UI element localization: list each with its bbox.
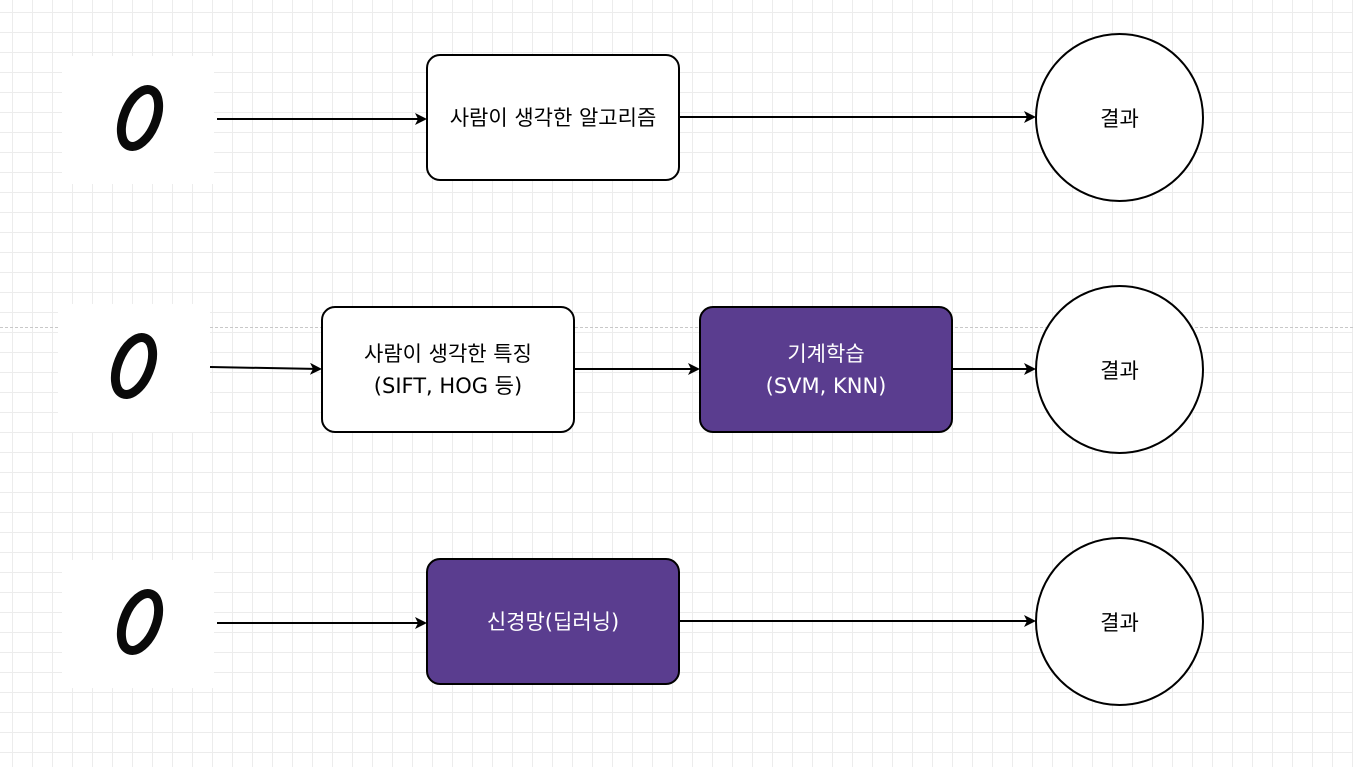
digit-image-row1: [62, 56, 214, 184]
handwritten-zero-icon: [116, 85, 164, 151]
result-node-row3: 결과: [1035, 537, 1204, 706]
handwritten-zero-icon: [116, 589, 164, 655]
page-break-line: [0, 327, 1353, 328]
result-label: 결과: [1100, 610, 1139, 635]
step-label: 사람이 생각한 알고리즘: [449, 105, 657, 130]
result-label: 결과: [1100, 358, 1139, 383]
step-box-human-features: 사람이 생각한 특징 (SIFT, HOG 등): [321, 306, 575, 433]
result-label: 결과: [1100, 106, 1139, 131]
result-node-row2: 결과: [1035, 285, 1204, 454]
handwritten-zero-icon: [110, 333, 158, 399]
step-sublabel: (SIFT, HOG 등): [373, 373, 523, 398]
digit-image-row3: [62, 560, 214, 688]
digit-image-row2: [58, 304, 210, 432]
step-sublabel: (SVM, KNN): [765, 373, 887, 398]
step-label: 신경망(딥러닝): [486, 609, 620, 634]
arrow-row2-input: [209, 362, 322, 375]
result-node-row1: 결과: [1035, 33, 1204, 202]
step-label: 사람이 생각한 특징: [364, 341, 532, 366]
step-box-deep-learning: 신경망(딥러닝): [426, 558, 680, 685]
step-box-machine-learning: 기계학습 (SVM, KNN): [699, 306, 953, 433]
step-label: 기계학습: [787, 341, 865, 366]
step-box-human-algorithm: 사람이 생각한 알고리즘: [426, 54, 680, 181]
